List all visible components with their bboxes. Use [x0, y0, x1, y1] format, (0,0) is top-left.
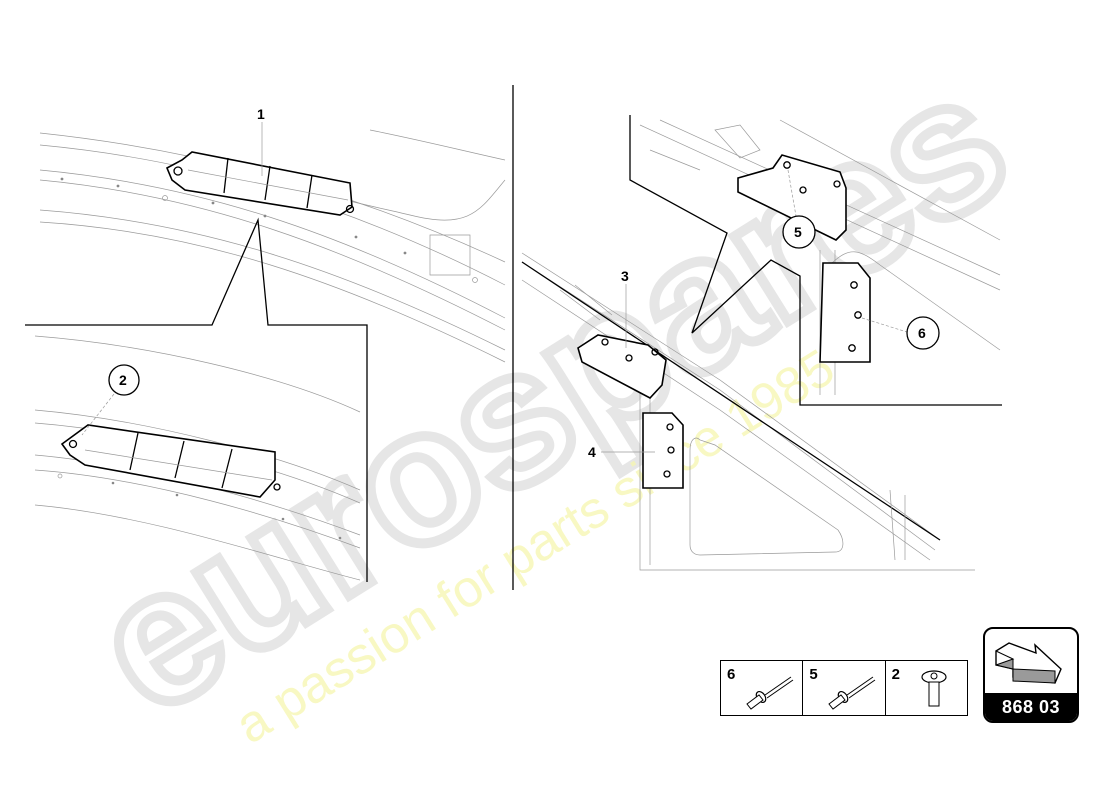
left-detail-view: 2	[34, 335, 361, 581]
legend-item-2[interactable]: 2	[886, 661, 967, 715]
part-1-bump-stop[interactable]	[165, 151, 355, 216]
legend-number: 2	[891, 666, 900, 683]
callout-2: 2	[119, 372, 127, 388]
arrow-next-icon	[995, 642, 1062, 684]
part-6-bracket[interactable]	[819, 262, 871, 363]
callout-5: 5	[794, 224, 802, 240]
callout-6: 6	[918, 325, 926, 341]
part-3-bracket[interactable]	[577, 334, 667, 399]
callout-1: 1	[257, 106, 265, 122]
part-4-bracket[interactable]	[642, 412, 684, 489]
legend-number: 5	[809, 666, 818, 683]
part-5-bracket[interactable]	[737, 154, 847, 241]
reference-code: 868 03	[985, 693, 1077, 721]
watermark-brand: eurospares	[59, 32, 1040, 755]
part-1-detail[interactable]	[60, 424, 281, 498]
legend-item-5[interactable]: 5	[803, 661, 886, 715]
callout-3: 3	[621, 268, 629, 284]
watermark: eurospares a passion for parts since 198…	[54, 27, 1045, 760]
blind-rivet-icon	[746, 676, 794, 710]
right-main-view: 3 4	[521, 115, 1002, 571]
fastener-legend: 6 5 2	[720, 660, 968, 716]
blind-rivet-icon	[828, 676, 876, 710]
legend-item-6[interactable]: 6	[721, 661, 804, 715]
callout-4: 4	[588, 444, 596, 460]
legend-number: 6	[727, 666, 736, 683]
right-detail-view: 5 6	[639, 119, 1001, 395]
next-page-reference-button[interactable]: 868 03	[983, 627, 1079, 723]
flange-screw-icon	[921, 670, 947, 707]
left-top-view: 1	[25, 106, 506, 582]
